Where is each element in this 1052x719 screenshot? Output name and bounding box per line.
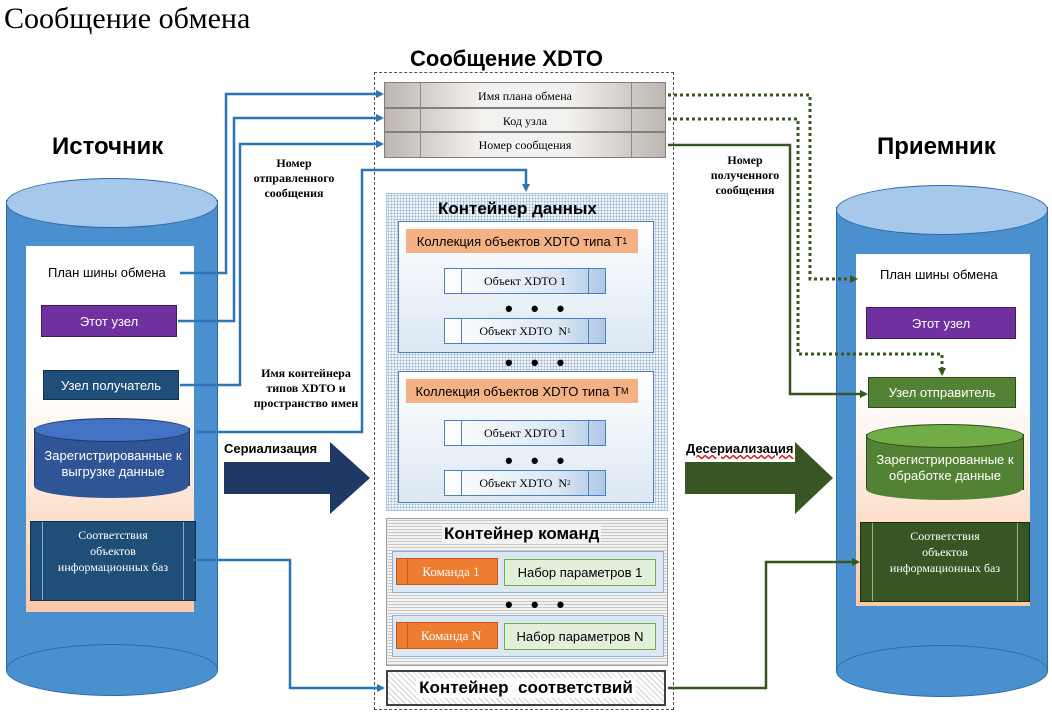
- source-registered-cylinder: [34, 418, 190, 500]
- command-1-name-label: Команда 1: [422, 563, 480, 579]
- connector-mapping-to-container: [194, 558, 385, 692]
- receiver-registered-cylinder: [866, 424, 1024, 502]
- collection-1-ellipsis: • • •: [505, 296, 571, 321]
- source-title: Источник: [52, 133, 164, 160]
- header-row-plan: Имя плана обмена: [384, 82, 666, 108]
- serialization-label: Сериализация: [224, 441, 318, 456]
- container-types-label: Имя контейнера типов XDTO и пространство…: [253, 366, 359, 410]
- header-row-node-code-label: Код узла: [502, 114, 548, 128]
- mapping-container: Контейнер соответствий: [386, 670, 666, 706]
- receiver-plan-label: План шины обмена: [880, 267, 998, 282]
- collection-1-last-object-label: Объект XDTO N: [479, 323, 568, 338]
- collection-2-last-object-label: Объект XDTO N: [479, 475, 568, 490]
- message-title: Сообщение XDTO: [410, 46, 604, 71]
- collection-2-title-text: Коллекция объектов XDTO типа T: [415, 383, 621, 399]
- collections-ellipsis: • • •: [505, 350, 571, 375]
- command-1-params: Набор параметров 1: [504, 559, 656, 586]
- collection-2-last-object-sub: 2: [567, 479, 571, 487]
- receiver-this-node: Этот узел: [866, 307, 1016, 339]
- source-this-node: Этот узел: [41, 305, 177, 337]
- source-plan-label: План шины обмена: [48, 265, 166, 280]
- collection-2-ellipsis: • • •: [505, 448, 571, 473]
- received-number-label: Номер полученного сообщения: [710, 153, 780, 197]
- command-1-name: Команда 1: [396, 558, 498, 585]
- source-mapping-label: Соответствия объектов информационных баз: [57, 528, 169, 574]
- collection-2-first-object-label: Объект XDTO 1: [483, 425, 567, 440]
- collection-1-last-object-sub: 1: [567, 327, 571, 335]
- collection-1-title-sub: 1: [622, 236, 628, 246]
- receiver-title: Приемник: [877, 133, 996, 160]
- command-n-params: Набор параметров N: [504, 623, 656, 650]
- deserialization-label: Десериализация: [686, 441, 794, 456]
- commands-ellipsis: • • •: [505, 592, 571, 617]
- header-row-node-code: Код узла: [384, 108, 666, 132]
- header-row-msg-number: Номер сообщения: [384, 132, 666, 158]
- command-n-name-label: Команда N: [420, 627, 482, 643]
- receiver-mapping-box: Соответствия объектов информационных баз: [860, 522, 1030, 602]
- collection-1-title-text: Коллекция объектов XDTO типа T: [416, 233, 623, 249]
- source-mapping-box: Соответствия объектов информационных баз: [30, 521, 196, 601]
- source-receiver-node: Узел получатель: [43, 370, 179, 400]
- mapping-container-title: Контейнер соответствий: [416, 678, 636, 698]
- collection-1-first-object-label: Объект XDTO 1: [483, 273, 567, 288]
- command-container-title: Контейнер команд: [442, 524, 602, 544]
- receiver-mapping-label: Соответствия объектов информационных баз: [889, 529, 1001, 575]
- collection-2-first-object: Объект XDTO 1: [444, 420, 606, 446]
- command-n-name: Команда N: [396, 622, 498, 649]
- collection-2-title-sub: M: [620, 386, 629, 396]
- receiver-registered-label: Зарегистрированные к обработке данные: [876, 452, 1014, 483]
- receiver-sender-node: Узел отправитель: [868, 377, 1016, 408]
- header-row-plan-label: Имя плана обмена: [478, 89, 572, 103]
- sent-number-label: Номер отправленного сообщения: [253, 156, 335, 200]
- data-container-title: Контейнер данных: [438, 199, 597, 218]
- connector-mapping-container-to-mapping: [668, 558, 860, 690]
- source-registered-label: Зарегистрированные к выгрузке данные: [44, 448, 182, 479]
- page-title: Сообщение обмена: [4, 2, 251, 35]
- collection-1-first-object: Объект XDTO 1: [444, 268, 606, 294]
- header-row-msg-number-label: Номер сообщения: [478, 138, 572, 152]
